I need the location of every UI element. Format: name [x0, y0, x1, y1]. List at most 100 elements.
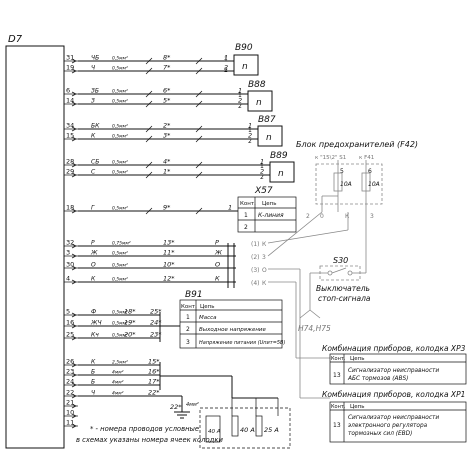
wire-number: 6*: [163, 87, 171, 95]
wire-size: 0,5мм²: [112, 263, 128, 269]
d7-pin-number: 29: [66, 168, 74, 176]
xp3-header-pin: Конт.: [331, 356, 346, 362]
connector-b88: B88 n 1 2: [238, 80, 273, 112]
block-fuse-3: 40 А: [208, 429, 221, 435]
d7-pin-number: 25: [66, 331, 74, 339]
b91-row2-circuit: Выходное напряжение: [199, 327, 267, 333]
wire-end-label: К: [215, 275, 220, 283]
wire-tick: [145, 57, 153, 65]
d7-pin-arrow: [71, 126, 77, 132]
wire-number: 12*: [163, 275, 175, 283]
d7-pin-number: 4: [66, 275, 70, 283]
xp1-row-text3: тормозных сил (EBD): [348, 431, 412, 437]
fuse-6-value: 10А: [368, 181, 380, 188]
b88-mark: n: [256, 98, 262, 108]
wire-size: 0,5мм²: [112, 277, 128, 283]
fuse-5-num: 5: [340, 168, 344, 175]
wire-number: 8*: [163, 54, 171, 62]
wire-color: Р: [91, 240, 95, 247]
wire-size: 4мм²: [112, 391, 124, 397]
x57-label: X57: [254, 186, 273, 196]
d7-pin-number: 28: [66, 158, 74, 166]
wire-number: 13*: [163, 239, 175, 247]
wire-number: 11*: [163, 249, 175, 257]
b90-pin-2: 2: [224, 67, 228, 74]
s30-label: S30: [333, 256, 348, 265]
d7-pin-number: 6: [66, 87, 70, 95]
d7-pins: 3119614341528291832330451625262324222110…: [64, 54, 78, 429]
d7-pin-arrow: [71, 423, 77, 429]
b91-table: B91 Конт. Цепь 1 Масса 2 Выходное напряж…: [179, 290, 285, 349]
xp1-row-text1: Сигнализатор неисправности: [348, 415, 439, 421]
xp3-title: Комбинация приборов, колодка XP3: [322, 344, 466, 353]
xp1-row-pin: 13: [333, 422, 341, 429]
b91-header-pin: Конт.: [181, 304, 197, 310]
mark-o3: О: [262, 267, 267, 274]
connector-b89: B89 n 1 2: [260, 151, 295, 183]
d7-pin-arrow: [71, 403, 77, 409]
wire-size: 0,5мм²: [112, 160, 128, 166]
wire-number: 9*: [163, 204, 171, 212]
wire-end-label: 24*: [150, 319, 162, 327]
xp1-header-pin: Конт.: [331, 404, 346, 410]
block-fuse-2: 25 А: [264, 426, 279, 434]
wire-size: 0,75мм²: [112, 241, 131, 247]
x57-table: X57 Конт. Цепь 1 К-линия 2: [237, 186, 297, 233]
wire-tick: [145, 67, 153, 75]
xp3-row-pin: 13: [333, 372, 341, 379]
wire-end-label: Ж: [214, 249, 223, 257]
d7-pin-arrow: [71, 323, 77, 329]
b90-pin-1: 1: [224, 56, 228, 63]
wire-color: Б: [91, 379, 95, 386]
fuse-ref-right: к F41: [359, 155, 374, 161]
wire-size: 4мм²: [112, 380, 124, 386]
fuse-ref-left: к "15\2" S1: [315, 155, 346, 161]
wire-tick: [195, 90, 203, 98]
wire-number: 22*: [148, 389, 160, 397]
wire-end-label: 1: [260, 158, 264, 166]
fuse-contact-0: 0: [320, 213, 324, 220]
d7-pin-number: 16: [66, 319, 74, 327]
d7-pin-number: 23: [66, 368, 74, 376]
xp3-table: Комбинация приборов, колодка XP3 Конт. Ц…: [322, 344, 467, 385]
wire-number: 3*: [163, 132, 171, 140]
wire-end-label: 2: [248, 132, 252, 140]
wire-tick: [145, 135, 153, 143]
wire-color: Ж: [90, 250, 98, 257]
x57-header-circuit: Цепь: [262, 201, 277, 207]
wire-end-label: 2: [224, 64, 228, 72]
d7-pin-number: 32: [66, 239, 74, 247]
xp3-row-text2: АБС тормозов (ABS): [347, 376, 408, 382]
wire-color: Б: [91, 369, 95, 376]
d7-pin-arrow: [71, 101, 77, 107]
x57-row1-circuit: К-линия: [258, 212, 284, 219]
wire-number: 19*: [124, 319, 136, 327]
wire-tick: [195, 67, 203, 75]
d7-pin-number: 21: [66, 399, 74, 407]
wire-color: К: [91, 276, 96, 283]
d7-pin-arrow: [71, 312, 77, 318]
d7-pin-arrow: [71, 393, 77, 399]
d7-pin-number: 24: [66, 378, 74, 386]
x57-row2-pin: 2: [244, 224, 248, 231]
wire-color: Кч: [91, 332, 99, 339]
wire-end-label: Р: [215, 239, 219, 247]
xp1-table: Комбинация приборов, колодка XP1 Конт. Ц…: [322, 390, 467, 443]
b87-pin-2: 2: [248, 138, 252, 145]
mark-m3: 3: [262, 254, 266, 261]
wire-end-label: 1: [224, 54, 228, 62]
d7-pin-arrow: [71, 208, 77, 214]
connector-b90: B90 n 1 2: [224, 43, 259, 76]
xp1-row-text2: электронного регулятора: [348, 423, 428, 429]
wire-number: 4*: [163, 158, 171, 166]
wire-tick: [145, 171, 153, 179]
wire-tick: [145, 161, 153, 169]
d7-pin-number: 30: [66, 261, 74, 269]
wire-color: З: [91, 98, 95, 105]
b91-row1-pin: 1: [186, 314, 190, 321]
wire-color: Ч: [91, 390, 95, 397]
xp1-title: Комбинация приборов, колодка XP1: [322, 390, 465, 399]
xp3-row-text1: Сигнализатор неисправности: [348, 368, 439, 374]
fuse-contact-k: К: [345, 213, 350, 220]
